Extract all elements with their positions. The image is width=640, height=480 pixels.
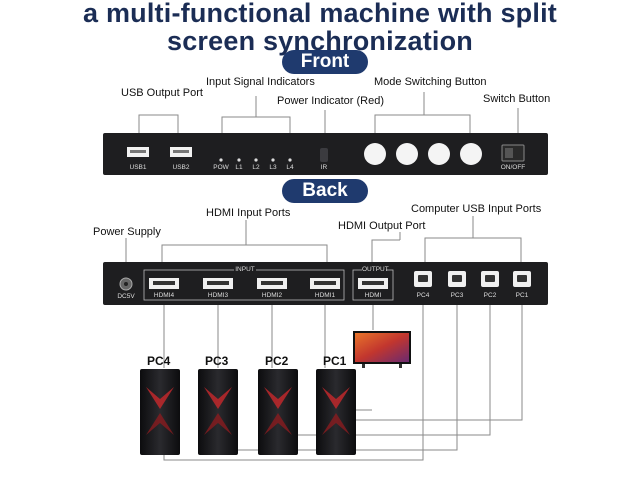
back-callout-lines: [125, 216, 522, 262]
panel-input: INPUT: [234, 266, 256, 273]
panel-hdmi4: HDMI4: [153, 292, 175, 299]
panel-l4: L4: [286, 164, 294, 171]
panel-pow: POW: [213, 164, 229, 171]
panel-usb1: USB1: [129, 164, 147, 171]
pc1-label: PC1: [323, 354, 347, 368]
panel-pc1: PC1: [515, 292, 529, 299]
title-line-1: a multi-functional machine with split: [83, 0, 557, 28]
front-callout-lines: [138, 92, 519, 136]
panel-pc4: PC4: [416, 292, 430, 299]
panel-l3: L3: [269, 164, 277, 171]
ir-window: [320, 148, 328, 162]
panel-hdmi3: HDMI3: [207, 292, 229, 299]
panel-usb2: USB2: [172, 164, 190, 171]
panel-ir: IR: [320, 164, 328, 171]
panel-pc3: PC3: [450, 292, 464, 299]
label-usb-output-port: USB Output Port: [121, 87, 203, 99]
mode-buttons: [364, 143, 482, 165]
front-section-label: Front: [282, 50, 368, 74]
panel-pc2: PC2: [483, 292, 497, 299]
panel-dc5v: DC5V: [117, 293, 135, 300]
label-mode-switching-button: Mode Switching Button: [374, 76, 487, 88]
label-hdmi-input-ports: HDMI Input Ports: [206, 207, 291, 219]
label-hdmi-output-port: HDMI Output Port: [338, 220, 426, 232]
label-input-signal-indicators: Input Signal Indicators: [206, 76, 315, 88]
pc4-label: PC4: [147, 354, 171, 368]
panel-l1: L1: [235, 164, 243, 171]
tv-display: [353, 331, 411, 368]
panel-hdmi: HDMI: [364, 292, 382, 299]
label-switch-button: Switch Button: [483, 93, 551, 105]
indicator-leds: [219, 158, 292, 162]
panel-hdmi2: HDMI2: [261, 292, 283, 299]
pc-towers: [140, 369, 356, 455]
label-power-supply: Power Supply: [93, 226, 161, 238]
panel-l2: L2: [252, 164, 260, 171]
panel-output: OUTPUT: [362, 266, 389, 273]
panel-on-off: ON/OFF: [500, 164, 526, 171]
back-section-label: Back: [282, 179, 368, 203]
label-power-indicator: Power Indicator (Red): [277, 95, 384, 107]
pc3-label: PC3: [205, 354, 229, 368]
panel-hdmi1: HDMI1: [314, 292, 336, 299]
label-computer-usb-input-ports: Computer USB Input Ports: [411, 203, 542, 215]
pc2-label: PC2: [265, 354, 289, 368]
